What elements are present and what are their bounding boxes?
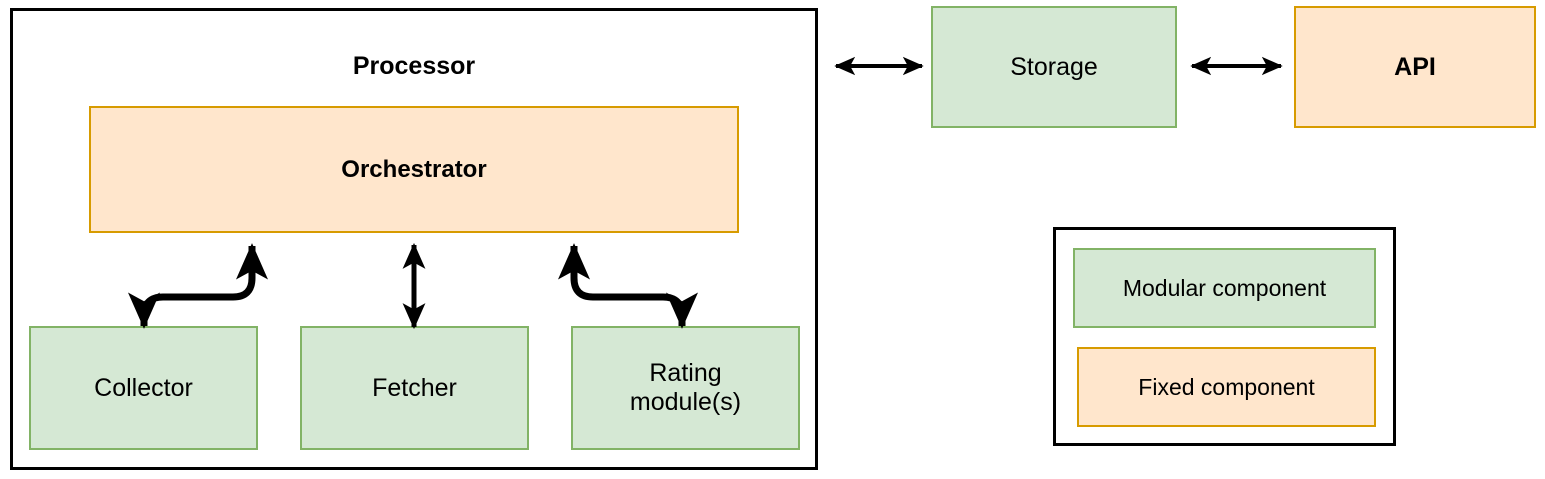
legend-item-modular-label: Modular component — [1122, 274, 1327, 301]
api-box[interactable]: API — [1294, 6, 1536, 128]
orchestrator-label: Orchestrator — [341, 155, 487, 183]
legend-item-fixed-label: Fixed component — [1138, 373, 1315, 400]
processor-title: Processor — [352, 51, 476, 80]
collector-box[interactable]: Collector — [29, 326, 258, 450]
fetcher-box[interactable]: Fetcher — [300, 326, 529, 450]
storage-label: Storage — [1010, 52, 1098, 81]
fetcher-label: Fetcher — [372, 373, 457, 402]
legend-item-fixed: Fixed component — [1077, 347, 1376, 427]
legend-item-modular: Modular component — [1073, 248, 1376, 328]
collector-label: Collector — [94, 373, 193, 402]
api-label: API — [1394, 52, 1436, 81]
storage-box[interactable]: Storage — [931, 6, 1177, 128]
orchestrator-box[interactable]: Orchestrator — [89, 106, 739, 233]
rating-module-label: Rating module(s) — [629, 359, 742, 416]
rating-module-box[interactable]: Rating module(s) — [571, 326, 800, 450]
